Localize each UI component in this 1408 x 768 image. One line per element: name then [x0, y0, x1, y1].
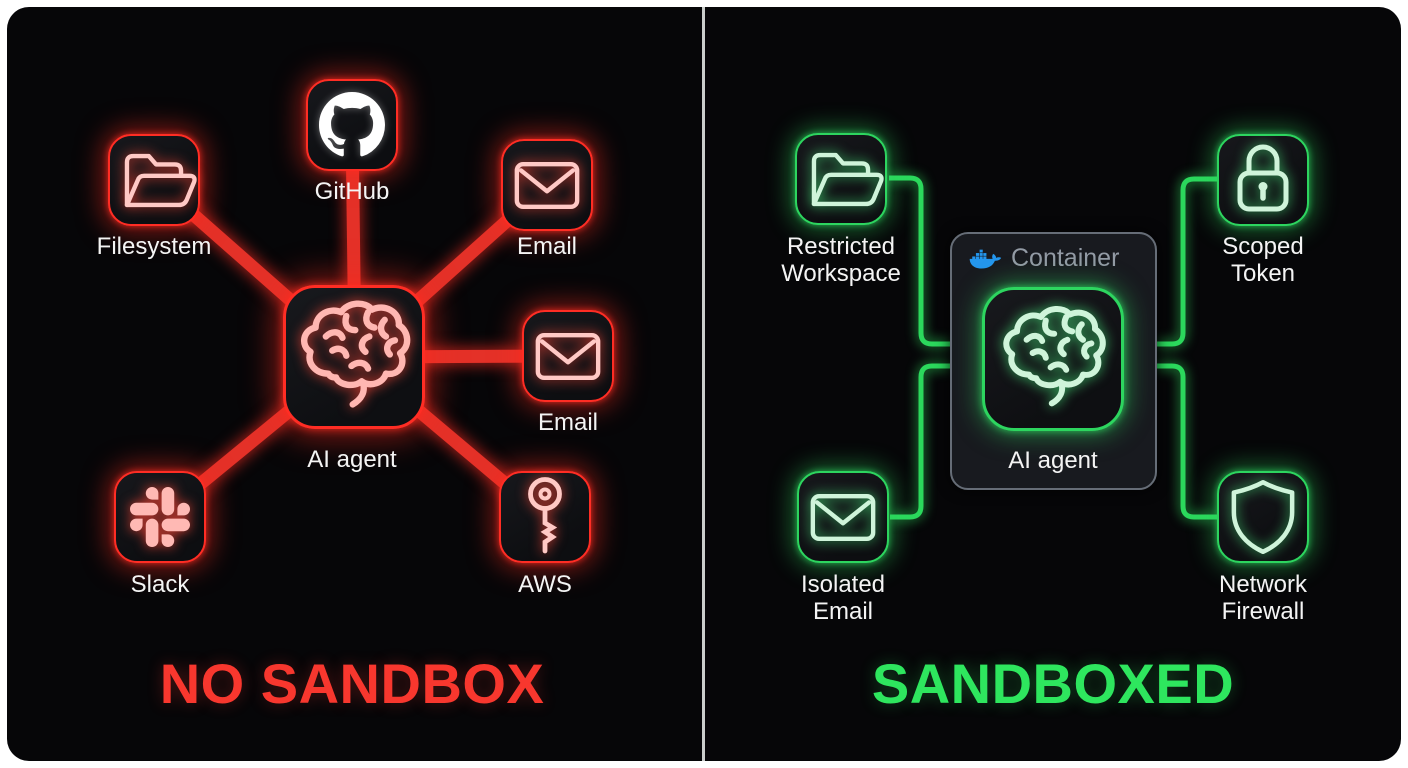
left-panel-title: NO SANDBOX	[159, 652, 545, 715]
node-email-mid	[522, 310, 614, 402]
node-email-top	[501, 139, 593, 231]
ai-agent-box-left	[283, 285, 425, 429]
node-isolated-email-label: Isolated Email	[800, 571, 886, 625]
shield-icon	[1216, 470, 1310, 564]
mail-icon	[791, 465, 895, 569]
mail-icon	[516, 304, 620, 408]
node-email-top-label: Email	[516, 233, 578, 260]
node-network-firewall	[1217, 471, 1309, 563]
brain-icon	[290, 293, 418, 421]
right-panel-title: SANDBOXED	[871, 652, 1235, 715]
brain-icon	[993, 299, 1113, 419]
slack-icon	[130, 487, 190, 547]
key-icon	[495, 467, 595, 567]
panel-divider	[702, 7, 705, 761]
mail-icon	[495, 133, 599, 237]
container-header: Container	[968, 244, 1119, 273]
ai-agent-label-left: AI agent	[307, 446, 397, 473]
node-aws	[499, 471, 591, 563]
node-isolated-email	[797, 471, 889, 563]
node-network-firewall-label: Network Firewall	[1218, 571, 1308, 625]
node-filesystem	[108, 134, 200, 226]
node-aws-label: AWS	[518, 571, 572, 598]
node-slack-label: Slack	[130, 571, 190, 598]
node-restricted-workspace-label: Restricted Workspace	[781, 233, 901, 287]
ai-agent-label-right: AI agent	[1008, 447, 1098, 474]
ai-agent-box-right	[982, 287, 1124, 431]
node-restricted-workspace	[795, 133, 887, 225]
green-connectors	[889, 175, 1217, 520]
node-email-mid-label: Email	[537, 409, 599, 436]
node-filesystem-label: Filesystem	[96, 233, 212, 260]
node-scoped-token-label: Scoped Token	[1222, 233, 1304, 287]
container-label: Container	[1011, 244, 1120, 272]
lock-icon	[1213, 130, 1313, 230]
docker-icon	[968, 246, 1002, 272]
folder-icon	[789, 127, 893, 231]
node-github-label: GitHub	[314, 178, 390, 205]
folder-icon	[102, 128, 206, 232]
node-github	[306, 79, 398, 171]
node-slack	[114, 471, 206, 563]
node-scoped-token	[1217, 134, 1309, 226]
github-icon	[319, 92, 385, 158]
